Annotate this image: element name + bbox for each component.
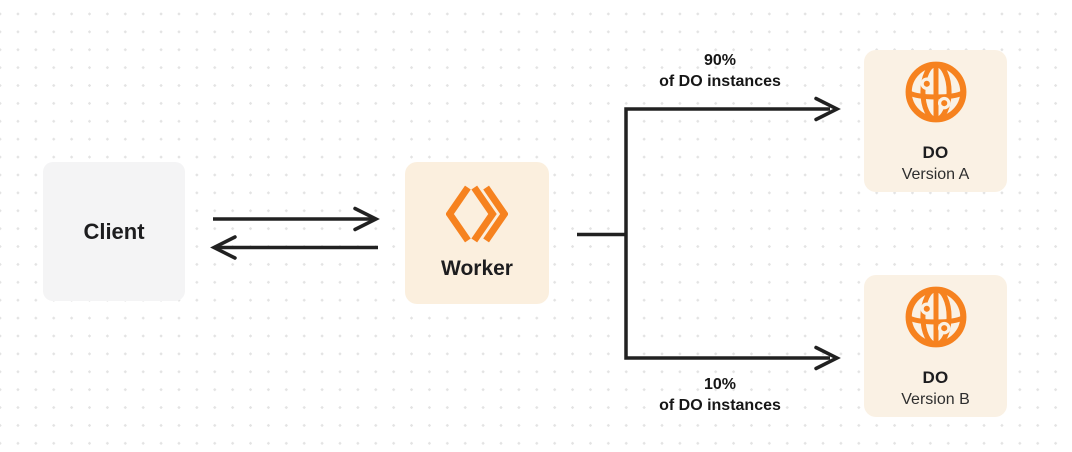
arrowhead-to-do-b-icon <box>814 345 841 371</box>
edge-label-90-line2: of DO instances <box>659 73 781 90</box>
edge-label-10-line1: 10% <box>703 376 737 393</box>
edge-label-10-line2: of DO instances <box>659 397 781 414</box>
do-b-title: DO <box>922 368 949 387</box>
node-worker: Worker <box>405 162 549 304</box>
globe-icon <box>905 286 967 348</box>
node-do-version-a: DO Version A <box>864 50 1007 192</box>
do-b-subtitle: Version B <box>901 391 970 408</box>
client-label: Client <box>83 218 145 244</box>
edge-label-10-percent: 10% of DO instances <box>610 374 830 416</box>
do-a-title: DO <box>922 143 949 162</box>
worker-label: Worker <box>441 257 513 280</box>
do-a-subtitle: Version A <box>901 166 970 183</box>
node-do-version-b: DO Version B <box>864 275 1007 417</box>
globe-icon <box>905 61 967 123</box>
edge-label-90-line1: 90% <box>703 52 737 69</box>
node-client: Client <box>43 162 185 301</box>
branch-trunk-line <box>624 107 830 360</box>
arrowhead-to-do-a-icon <box>814 96 841 122</box>
edge-label-90-percent: 90% of DO instances <box>610 50 830 92</box>
workers-brackets-icon <box>446 182 508 246</box>
arrowhead-left-icon <box>210 235 237 260</box>
arrowhead-right-icon <box>353 206 380 232</box>
